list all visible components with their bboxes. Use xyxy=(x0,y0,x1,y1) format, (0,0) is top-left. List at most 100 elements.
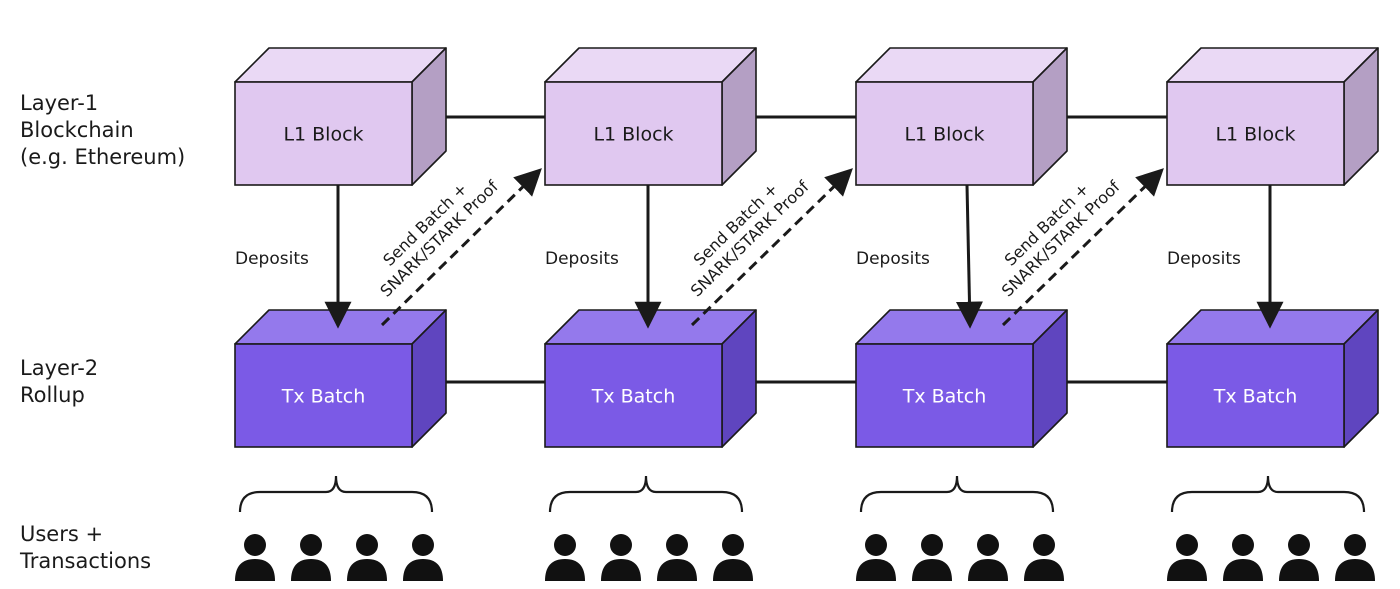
proof-label-line: SNARK/STARK Proof xyxy=(376,177,502,301)
tx-batch: Tx Batch xyxy=(855,309,1068,448)
l1-block: L1 Block xyxy=(234,47,447,186)
tx-batch-front xyxy=(1166,343,1345,448)
user-icon xyxy=(1167,534,1207,581)
user-icon xyxy=(1335,534,1375,581)
user-icon-head xyxy=(356,534,378,556)
user-icon-head xyxy=(1288,534,1310,556)
tx-batch-front xyxy=(234,343,413,448)
tx-batch-top xyxy=(1166,309,1379,345)
proof-label-line: SNARK/STARK Proof xyxy=(687,177,813,301)
user-icon-head xyxy=(610,534,632,556)
user-icon xyxy=(1279,534,1319,581)
user-icon-body xyxy=(601,559,641,581)
user-icon xyxy=(235,534,275,581)
deposits-label: Deposits xyxy=(1167,249,1241,269)
user-group xyxy=(235,534,443,581)
user-icon-body xyxy=(1223,559,1263,581)
l1-block-top xyxy=(1166,47,1379,83)
user-icon-body xyxy=(1335,559,1375,581)
l1-block-label: L1 Block xyxy=(1215,124,1295,146)
user-icon-body xyxy=(968,559,1008,581)
user-icon xyxy=(347,534,387,581)
user-icon-head xyxy=(244,534,266,556)
row-label-layer2: Layer-2 Rollup xyxy=(20,355,98,409)
user-icon xyxy=(713,534,753,581)
user-icon-head xyxy=(1344,534,1366,556)
user-icon xyxy=(403,534,443,581)
user-icon-body xyxy=(347,559,387,581)
user-icon xyxy=(1223,534,1263,581)
user-icon-head xyxy=(921,534,943,556)
user-icon xyxy=(912,534,952,581)
user-icon-body xyxy=(713,559,753,581)
l1-block-top xyxy=(234,47,447,83)
user-icon-body xyxy=(657,559,697,581)
tx-batch-front xyxy=(855,343,1034,448)
l1-block-front xyxy=(234,81,413,186)
row-label-layer1-line1: Layer-1 xyxy=(20,91,99,115)
group-brace xyxy=(238,475,434,513)
user-icon xyxy=(545,534,585,581)
user-icon-head xyxy=(865,534,887,556)
user-icon-head xyxy=(1033,534,1055,556)
tx-batch-top xyxy=(855,309,1068,345)
user-icon-body xyxy=(856,559,896,581)
deposits-arrow xyxy=(955,184,983,329)
user-icon-body xyxy=(291,559,331,581)
tx-batch: Tx Batch xyxy=(1166,309,1379,448)
row-label-users: Users + Transactions xyxy=(20,521,151,575)
tx-batch: Tx Batch xyxy=(544,309,757,448)
row-label-users-line2: Transactions xyxy=(20,549,152,573)
row-label-layer1-line3: (e.g. Ethereum) xyxy=(20,145,186,169)
row-label-layer2-line1: Layer-2 xyxy=(20,356,99,380)
group-brace xyxy=(548,475,744,513)
user-icon-body xyxy=(1167,559,1207,581)
user-icon xyxy=(601,534,641,581)
tx-batch-top xyxy=(234,309,447,345)
tx-batch-label: Tx Batch xyxy=(1213,386,1298,408)
user-icon xyxy=(856,534,896,581)
l1-block-front xyxy=(544,81,723,186)
user-icon xyxy=(657,534,697,581)
l1-block: L1 Block xyxy=(855,47,1068,186)
user-group xyxy=(545,534,753,581)
user-group xyxy=(856,534,1064,581)
row-label-layer2-line2: Rollup xyxy=(20,383,85,407)
user-group xyxy=(1167,534,1375,581)
tx-batch-label: Tx Batch xyxy=(591,386,676,408)
user-icon-body xyxy=(403,559,443,581)
user-icon-body xyxy=(235,559,275,581)
group-brace xyxy=(1170,475,1366,513)
l1-block-label: L1 Block xyxy=(904,124,984,146)
user-icon-head xyxy=(722,534,744,556)
l1-block: L1 Block xyxy=(1166,47,1379,186)
user-icon-head xyxy=(977,534,999,556)
deposits-label: Deposits xyxy=(545,249,619,269)
l1-block: L1 Block xyxy=(544,47,757,186)
tx-batch-label: Tx Batch xyxy=(902,386,987,408)
proof-arrow xyxy=(1001,168,1164,327)
user-icon-body xyxy=(912,559,952,581)
l1-block-label: L1 Block xyxy=(283,124,363,146)
user-icon-body xyxy=(1024,559,1064,581)
tx-batch: Tx Batch xyxy=(234,309,447,448)
tx-batch-label: Tx Batch xyxy=(281,386,366,408)
l1-block-label: L1 Block xyxy=(593,124,673,146)
user-icon-head xyxy=(554,534,576,556)
user-icon-head xyxy=(1232,534,1254,556)
user-icon-head xyxy=(1176,534,1198,556)
l1-block-top xyxy=(544,47,757,83)
blocks-layer: L1 Block Tx Batch L1 Block Tx Batch L1 Block… xyxy=(234,47,1379,448)
tx-batch-front xyxy=(544,343,723,448)
user-icon xyxy=(968,534,1008,581)
tx-batch-top xyxy=(544,309,757,345)
row-label-layer1-line2: Blockchain xyxy=(20,118,134,142)
users-layer xyxy=(235,475,1375,581)
connectors-layer xyxy=(427,115,1167,384)
l1-block-top xyxy=(855,47,1068,83)
deposits-label: Deposits xyxy=(856,249,930,269)
proof-arrow xyxy=(690,168,853,327)
user-icon-head xyxy=(666,534,688,556)
